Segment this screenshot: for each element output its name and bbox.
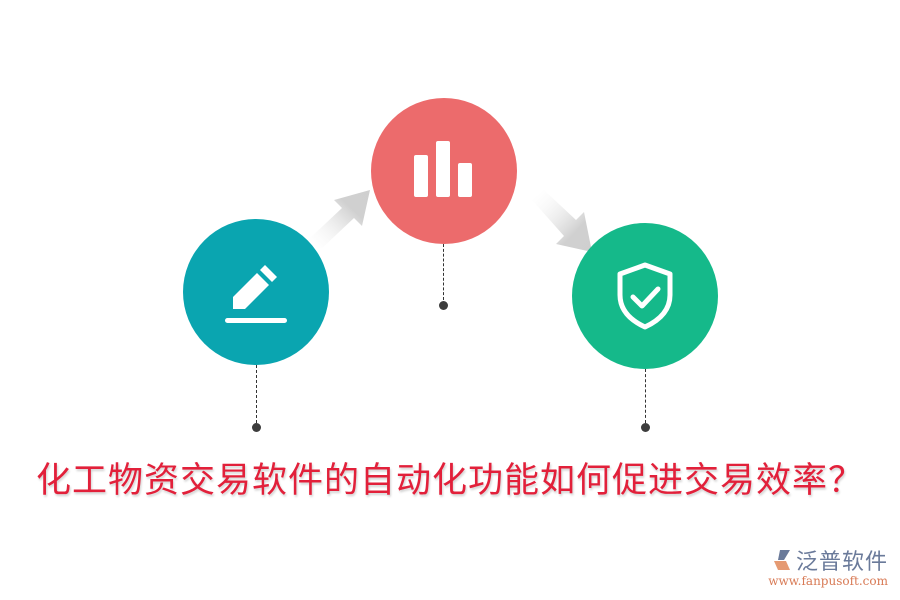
- step-3-stem: [645, 369, 646, 423]
- arrow-down-right-icon: [532, 190, 592, 252]
- step-1-circle: [183, 219, 329, 365]
- step-2-circle: [371, 98, 517, 244]
- arrow-up-right-icon: [308, 190, 370, 248]
- fanpu-logo-icon: [773, 550, 790, 570]
- logo-name: 泛普软件: [795, 550, 888, 575]
- step-1-stem: [256, 365, 257, 423]
- bar-chart-icon: [414, 141, 472, 197]
- step-3-circle: [572, 223, 718, 369]
- step-3-dot: [641, 423, 650, 432]
- step-2-stem: [443, 244, 444, 300]
- step-1-dot: [252, 423, 261, 432]
- step-2-dot: [439, 301, 448, 310]
- shield-check-icon: [617, 262, 673, 330]
- pencil-edit-icon: [225, 265, 287, 323]
- brand-logo: 泛普软件 www.fanpusoft.com: [768, 544, 888, 588]
- logo-url: www.fanpusoft.com: [768, 574, 888, 588]
- diagram-title: 化工物资交易软件的自动化功能如何促进交易效率？: [35, 461, 864, 501]
